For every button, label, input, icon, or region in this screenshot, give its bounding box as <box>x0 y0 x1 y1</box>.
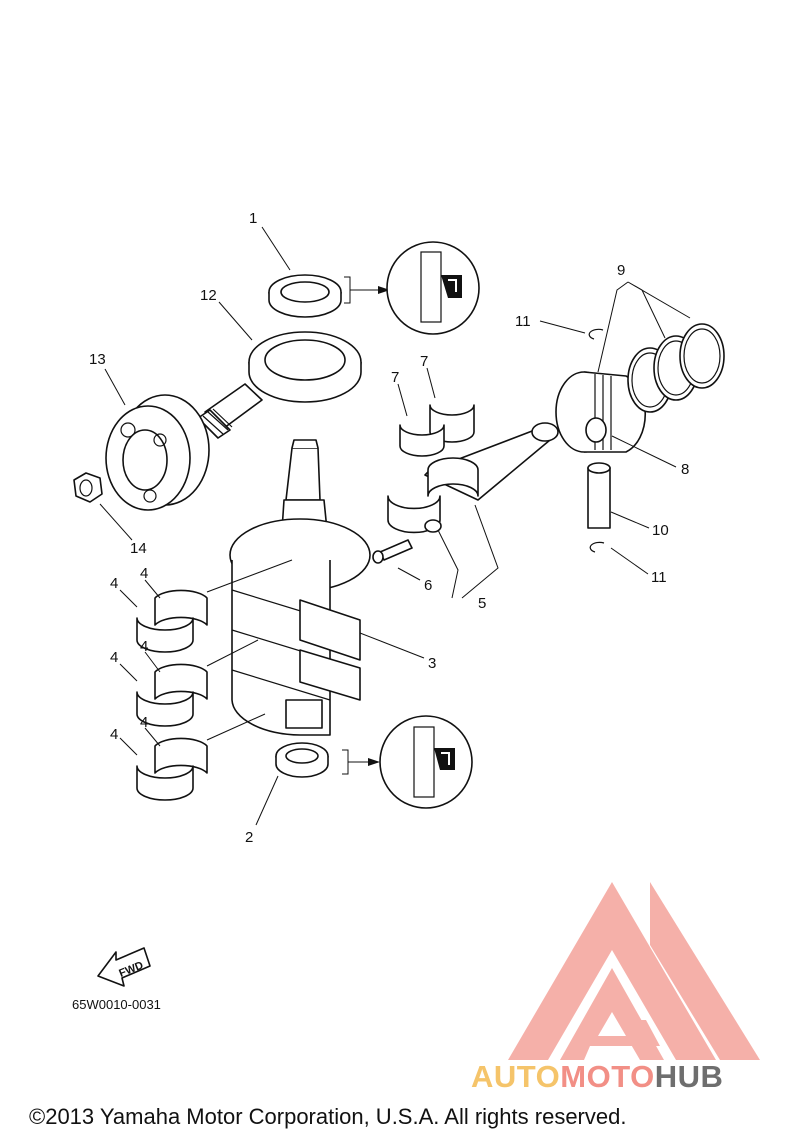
main-bearing-set-3[interactable] <box>136 737 208 801</box>
callout-3: 3 <box>428 655 436 672</box>
callout-4-d: 4 <box>110 649 118 666</box>
piston-pin[interactable] <box>587 462 611 529</box>
diagram-code: 65W0010-0031 <box>72 997 161 1012</box>
crankshaft-bearing-housing[interactable] <box>197 331 362 439</box>
piston[interactable] <box>555 371 647 453</box>
callout-2: 2 <box>245 829 253 846</box>
main-bearing-set-2[interactable] <box>136 663 208 727</box>
callout-11-upper: 11 <box>515 313 531 330</box>
callout-4-a: 4 <box>140 565 148 582</box>
watermark-hub: HUB <box>655 1059 724 1094</box>
connecting-rod-bolt[interactable] <box>372 539 413 564</box>
connecting-rod-bearing-lower[interactable] <box>399 424 445 457</box>
callout-1: 1 <box>249 210 257 227</box>
callout-4-f: 4 <box>110 726 118 743</box>
callout-12: 12 <box>200 287 217 304</box>
piston-ring-3[interactable] <box>679 323 725 389</box>
callout-9: 9 <box>617 262 625 279</box>
callout-4-e: 4 <box>140 714 148 731</box>
flywheel-pulley[interactable] <box>105 394 210 511</box>
piston-pin-clip-lower[interactable] <box>589 541 605 553</box>
callout-6: 6 <box>424 577 432 594</box>
seal-detail-circle-lower <box>379 715 473 809</box>
callout-5: 5 <box>478 595 486 612</box>
watermark-text: AUTOMOTOHUB <box>471 1059 723 1094</box>
crankshaft[interactable] <box>229 439 371 736</box>
oil-seal-upper[interactable] <box>268 274 342 318</box>
copyright-footer: ©2013 Yamaha Motor Corporation, U.S.A. A… <box>29 1104 626 1129</box>
callout-7-left: 7 <box>391 369 399 386</box>
pulley-nut[interactable] <box>73 472 103 503</box>
seal-lip-bracket-upper <box>344 276 390 304</box>
connecting-rod[interactable] <box>387 422 559 534</box>
callout-7-right: 7 <box>420 353 428 370</box>
piston-pin-clip-upper[interactable] <box>588 328 604 340</box>
callout-11-lower: 11 <box>651 569 667 586</box>
callout-4-c: 4 <box>140 638 148 655</box>
callout-10: 10 <box>652 522 669 539</box>
callout-14: 14 <box>130 540 147 557</box>
automotohub-logo-icon <box>508 882 760 1060</box>
main-bearing-set-1[interactable] <box>136 589 208 653</box>
callout-8: 8 <box>681 461 689 478</box>
fwd-arrow-icon: FWD <box>97 947 151 987</box>
watermark-moto: MOTO <box>560 1059 654 1094</box>
seal-lip-bracket-lower <box>342 749 380 775</box>
callout-4-b: 4 <box>110 575 118 592</box>
seal-detail-circle-upper <box>386 241 480 335</box>
watermark-auto: AUTO <box>471 1059 560 1094</box>
leader-lines <box>99 226 691 826</box>
oil-seal-lower[interactable] <box>275 742 329 778</box>
callout-13: 13 <box>89 351 106 368</box>
